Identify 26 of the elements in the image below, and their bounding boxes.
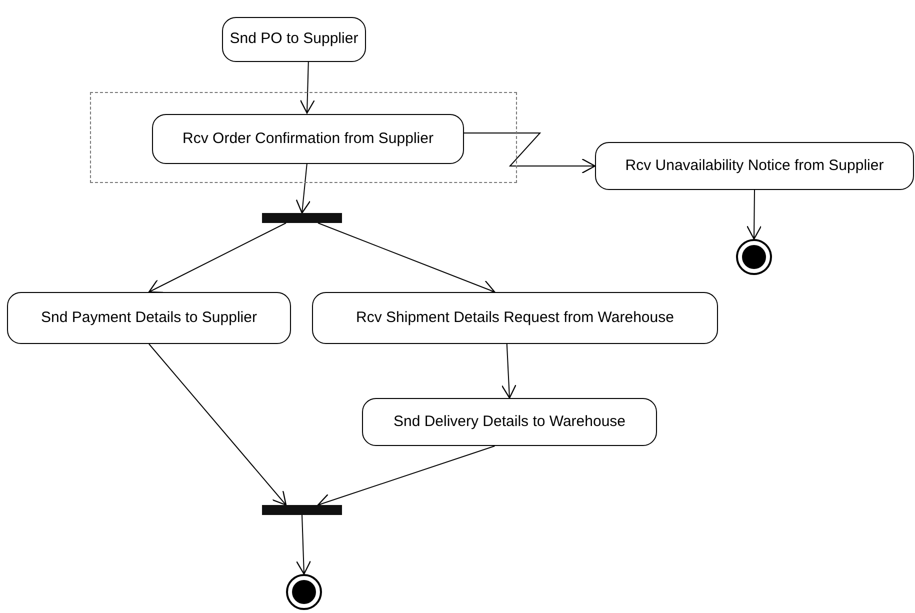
arrow [318,222,496,294]
action-label: Snd Payment Details to Supplier [41,308,257,328]
sync-bar [262,213,342,223]
action-box [312,292,718,344]
arrow [148,344,287,506]
interruptible-region [90,92,517,183]
arrow [296,514,312,575]
sync-bar [262,505,342,515]
arrow [501,344,516,399]
action-box [595,142,914,190]
action-label: Snd PO to Supplier [230,29,358,50]
final-node [286,574,322,610]
action-box [7,292,291,344]
action-box [152,114,464,164]
action-label: Rcv Shipment Details Request from Warehouse [356,308,674,328]
interrupt-arrow [462,132,596,174]
action-box [222,17,366,62]
arrow [148,222,286,294]
action-label: Snd Delivery Details to Warehouse [393,412,626,432]
arrow [746,190,762,240]
arrow [300,62,315,114]
action-box [362,398,657,446]
action-label: Rcv Unavailability Notice from Supplier [625,156,884,176]
action-label: Rcv Order Confirmation from Supplier [182,128,434,149]
final-node [736,239,772,275]
arrow [296,162,311,214]
